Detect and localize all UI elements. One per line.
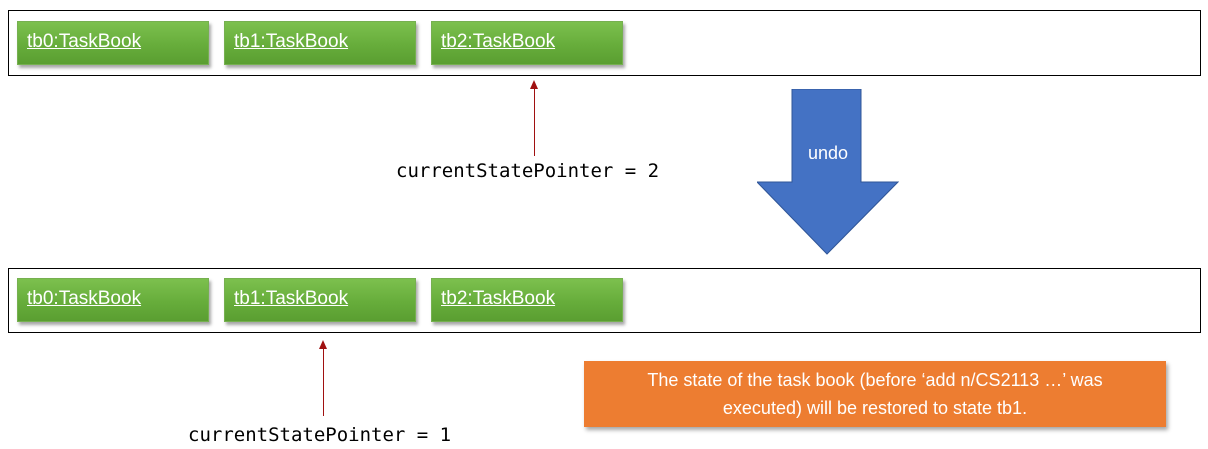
- note-line-2: executed) will be restored to state tb1.: [722, 398, 1028, 418]
- state-box-tb2: tb2:TaskBook: [431, 21, 623, 65]
- state-box-tb0: tb0:TaskBook: [17, 21, 209, 65]
- undo-arrow-icon: [757, 89, 899, 255]
- pointer-label-after: currentStatePointer = 1: [188, 424, 452, 446]
- note-line-1: The state of the task book (before ‘add …: [647, 370, 1103, 390]
- pointer-line-after: [323, 348, 324, 416]
- explanation-note: The state of the task book (before ‘add …: [584, 361, 1166, 427]
- pointer-arrowhead-before: [530, 80, 538, 89]
- pointer-arrowhead-after: [319, 340, 327, 349]
- pointer-line-before: [534, 88, 535, 156]
- state-list-after: tb0:TaskBook tb1:TaskBook tb2:TaskBook: [8, 268, 1201, 333]
- state-box-tb2: tb2:TaskBook: [431, 278, 623, 322]
- state-list-before: tb0:TaskBook tb1:TaskBook tb2:TaskBook: [8, 10, 1201, 76]
- pointer-label-before: currentStatePointer = 2: [396, 160, 660, 182]
- state-box-tb1: tb1:TaskBook: [224, 278, 416, 322]
- state-box-tb1: tb1:TaskBook: [224, 21, 416, 65]
- undo-label: undo: [807, 143, 849, 163]
- state-box-tb0: tb0:TaskBook: [17, 278, 209, 322]
